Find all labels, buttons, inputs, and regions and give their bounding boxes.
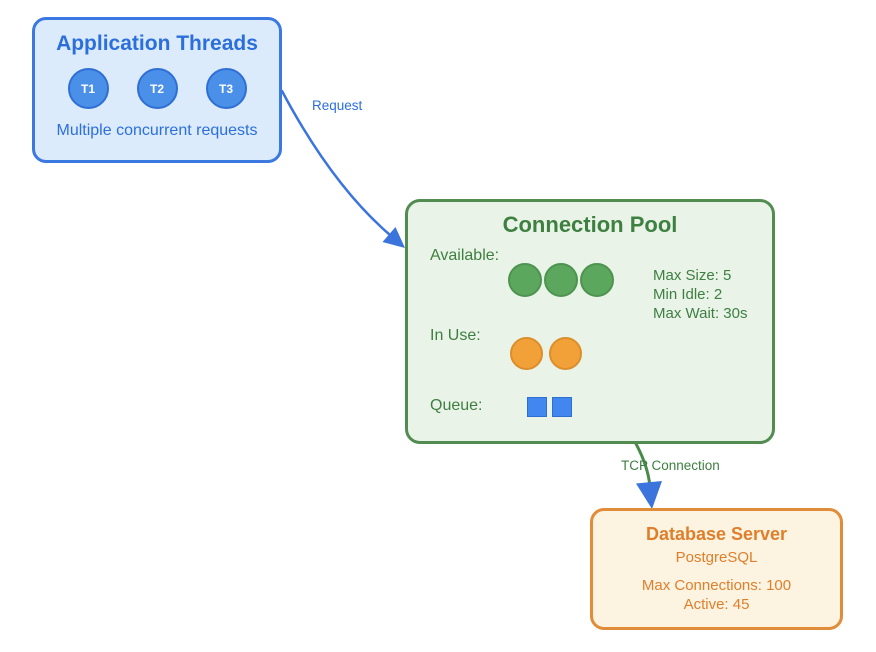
database-server-box: Database Server PostgreSQL Max Connectio… bbox=[590, 508, 843, 630]
thread-circle-t2: T2 bbox=[136, 68, 178, 109]
pool-config-max-size: Max Size: 5 bbox=[653, 267, 732, 284]
connection-pool-title: Connection Pool bbox=[502, 212, 678, 237]
tcp-arrowhead-icon bbox=[636, 481, 662, 509]
threads-row: T1 T2 T3 bbox=[35, 68, 279, 109]
available-connections-row bbox=[508, 263, 614, 297]
in-use-connection-dot bbox=[549, 337, 582, 370]
available-connection-dot bbox=[544, 263, 578, 297]
queued-request-square bbox=[527, 397, 547, 417]
available-connection-dot bbox=[508, 263, 542, 297]
in-use-label: In Use: bbox=[430, 327, 481, 344]
request-arrowhead-icon bbox=[382, 227, 405, 248]
in-use-connections-row bbox=[510, 337, 582, 370]
tcp-connection-arrow-label: TCP Connection bbox=[621, 458, 720, 473]
database-server-stats: Max Connections: 100 Active: 45 bbox=[593, 577, 840, 614]
pool-config-max-wait: Max Wait: 30s bbox=[653, 305, 748, 322]
queued-request-square bbox=[552, 397, 572, 417]
pool-config-min-idle: Min Idle: 2 bbox=[653, 286, 723, 303]
thread-circle-t1: T1 bbox=[67, 68, 109, 109]
pool-config: Max Size: 5 Min Idle: 2 Max Wait: 30s bbox=[653, 266, 747, 323]
queue-row bbox=[527, 397, 572, 417]
in-use-connection-dot bbox=[510, 337, 543, 370]
available-label: Available: bbox=[430, 247, 500, 264]
db-max-connections: Max Connections: 100 bbox=[641, 577, 792, 594]
application-threads-caption: Multiple concurrent requests bbox=[56, 122, 258, 139]
db-active-connections: Active: 45 bbox=[683, 595, 750, 613]
available-connection-dot bbox=[580, 263, 614, 297]
request-arrow-label: Request bbox=[312, 98, 363, 113]
application-threads-box: Application Threads T1 T2 T3 Multiple co… bbox=[32, 17, 282, 163]
database-server-subtitle: PostgreSQL bbox=[675, 549, 758, 566]
database-server-title: Database Server bbox=[645, 524, 788, 544]
application-threads-title: Application Threads bbox=[56, 32, 258, 55]
queue-label: Queue: bbox=[430, 397, 483, 414]
connection-pool-box: Connection Pool Available: Max Size: 5 M… bbox=[405, 199, 775, 444]
thread-circle-t3: T3 bbox=[205, 68, 247, 109]
